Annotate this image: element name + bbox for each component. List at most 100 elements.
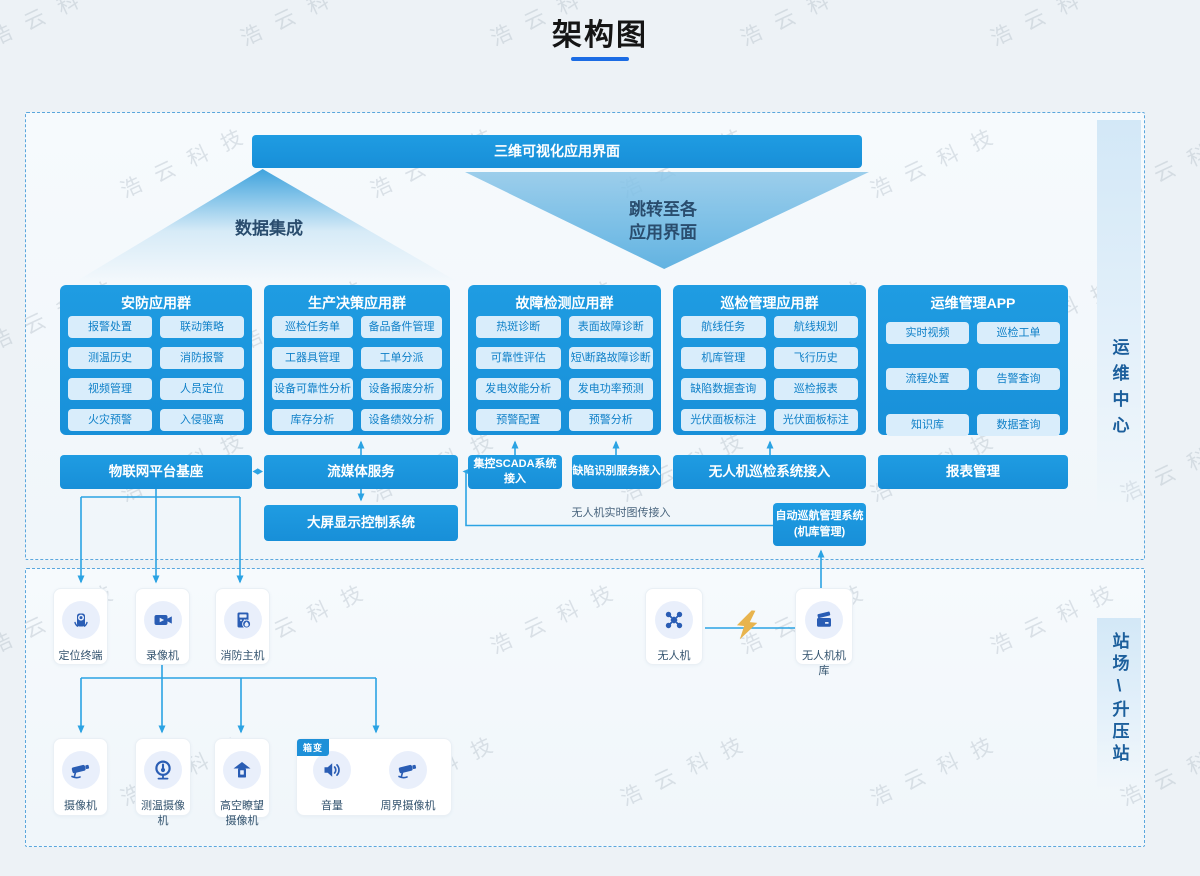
group-security: 安防应用群 报警处置 联动策略 测温历史 消防报警 视频管理 人员定位 火灾预警…	[60, 285, 252, 435]
pill: 热斑诊断	[476, 316, 561, 338]
pill: 设备报废分析	[361, 378, 442, 400]
cctv-camera-icon	[389, 751, 427, 789]
device-card-camera: 摄像机	[53, 738, 108, 816]
title-underline	[571, 57, 629, 61]
device-label: 无人机机库	[802, 650, 846, 677]
pill: 入侵驱离	[160, 409, 244, 431]
pill: 火灾预警	[68, 409, 152, 431]
device-card-drone-hangar: 无人机机库	[795, 588, 853, 677]
bodycam-icon	[61, 601, 100, 639]
video-recorder-icon	[143, 601, 182, 639]
device-label: 测温摄像机	[141, 800, 185, 827]
drone-hangar-icon	[805, 601, 843, 639]
pill: 可靠性评估	[476, 347, 561, 369]
watchtower-icon	[223, 751, 261, 789]
pill: 流程处置	[886, 368, 969, 390]
device-card-fire-host: 消防主机	[215, 588, 270, 665]
speaker-icon	[313, 751, 351, 789]
device-card-box-transformer: 箱变 音量 周界摄像机	[296, 738, 452, 816]
pill: 航线任务	[681, 316, 766, 338]
operations-center-panel: 运维中心	[1097, 120, 1141, 520]
device-card-watchtower-camera: 高空瞭望摄像机	[214, 738, 270, 827]
pill: 设备绩效分析	[361, 409, 442, 431]
page-title: 架构图	[552, 19, 648, 52]
speaker-device: 音量	[303, 739, 361, 814]
device-card-drone: 无人机	[645, 588, 703, 665]
group-oam-app: 运维管理APP 实时视频 巡检工单 流程处置 告警查询 知识库 数据查询	[878, 285, 1068, 436]
defect-recognition-box: 缺陷识别服务接入	[572, 455, 661, 489]
device-label: 录像机	[146, 650, 179, 662]
pill: 缺陷数据查询	[681, 378, 766, 400]
pill: 实时视频	[886, 322, 969, 344]
pill: 告警查询	[977, 368, 1060, 390]
pill: 工单分派	[361, 347, 442, 369]
big-screen-box: 大屏显示控制系统	[264, 505, 458, 541]
pill: 库存分析	[272, 409, 353, 431]
cctv-camera-icon	[61, 751, 100, 789]
pill: 数据查询	[977, 414, 1060, 436]
banner-3d-ui: 三维可视化应用界面	[252, 135, 862, 168]
transmission-label: 无人机实时图传接入	[571, 507, 671, 519]
device-label: 摄像机	[64, 800, 97, 812]
pill: 表面故障诊断	[568, 316, 653, 338]
stream-media-box: 流媒体服务	[264, 455, 458, 489]
lightning-icon	[736, 610, 758, 640]
pill: 工器具管理	[272, 347, 353, 369]
pill: 设备可靠性分析	[272, 378, 353, 400]
auto-cruise-box: 自动巡航管理系统 (机库管理)	[773, 503, 866, 546]
device-label: 消防主机	[220, 650, 265, 662]
group-fault-detection: 故障检测应用群 热斑诊断 表面故障诊断 可靠性评估 短\断路故障诊断 发电效能分…	[468, 285, 661, 435]
device-card-video-recorder: 录像机	[135, 588, 190, 665]
pill: 短\断路故障诊断	[568, 347, 653, 369]
funnel-right-label: 跳转至各 应用界面	[613, 199, 713, 245]
report-management-box: 报表管理	[878, 455, 1068, 489]
scada-access-box: 集控SCADA系统接入	[468, 455, 562, 489]
device-label: 定位终端	[58, 650, 103, 662]
group-title: 运维管理APP	[930, 295, 1016, 311]
device-label: 音量	[321, 800, 343, 812]
funnel-right-line2: 应用界面	[629, 222, 697, 242]
pill: 消防报警	[160, 347, 244, 369]
pill: 航线规划	[773, 316, 858, 338]
uav-inspection-access-box: 无人机巡检系统接入	[673, 455, 866, 489]
pill: 巡检工单	[977, 322, 1060, 344]
group-title: 生产决策应用群	[308, 295, 406, 311]
group-title: 故障检测应用群	[515, 295, 614, 311]
funnel-right-line1: 跳转至各	[629, 200, 697, 219]
pill: 巡检任务单	[272, 316, 353, 338]
pill: 发电效能分析	[476, 378, 561, 400]
funnel-left-label: 数据集成	[235, 219, 303, 238]
thermal-camera-icon	[144, 751, 182, 789]
pill: 光伏面板标注	[681, 409, 766, 431]
pill: 测温历史	[68, 347, 152, 369]
pill: 预警分析	[568, 409, 653, 431]
group-title: 安防应用群	[121, 295, 191, 311]
station-label: 站场\升压站	[1109, 632, 1129, 766]
auto-cruise-line2: (机库管理)	[793, 525, 846, 538]
device-label: 无人机	[657, 650, 691, 662]
station-panel: 站场\升压站	[1097, 618, 1141, 790]
pill: 报警处置	[68, 316, 152, 338]
perimeter-camera-device: 周界摄像机	[373, 739, 443, 814]
device-card-thermal-camera: 测温摄像机	[135, 738, 191, 827]
operations-center-label: 运维中心	[1109, 338, 1129, 442]
device-card-positioning-terminal: 定位终端	[53, 588, 108, 665]
station-container	[25, 568, 1145, 847]
pill: 飞行历史	[773, 347, 858, 369]
group-title: 巡检管理应用群	[720, 295, 819, 311]
pill: 视频管理	[68, 378, 152, 400]
device-label: 高空瞭望摄像机	[220, 800, 264, 827]
pill: 备品备件管理	[361, 316, 442, 338]
pill: 发电功率预测	[568, 378, 653, 400]
fire-panel-icon	[223, 601, 262, 639]
pill: 巡检报表	[773, 378, 858, 400]
auto-cruise-line1: 自动巡航管理系统	[775, 510, 864, 523]
pill: 机库管理	[681, 347, 766, 369]
drone-icon	[655, 601, 693, 639]
device-label: 周界摄像机	[380, 800, 436, 812]
pill: 联动策略	[160, 316, 244, 338]
box-transformer-badge: 箱变	[297, 739, 330, 756]
group-production: 生产决策应用群 巡检任务单 备品备件管理 工器具管理 工单分派 设备可靠性分析 …	[264, 285, 450, 435]
pill: 知识库	[886, 414, 969, 436]
pill: 人员定位	[160, 378, 244, 400]
